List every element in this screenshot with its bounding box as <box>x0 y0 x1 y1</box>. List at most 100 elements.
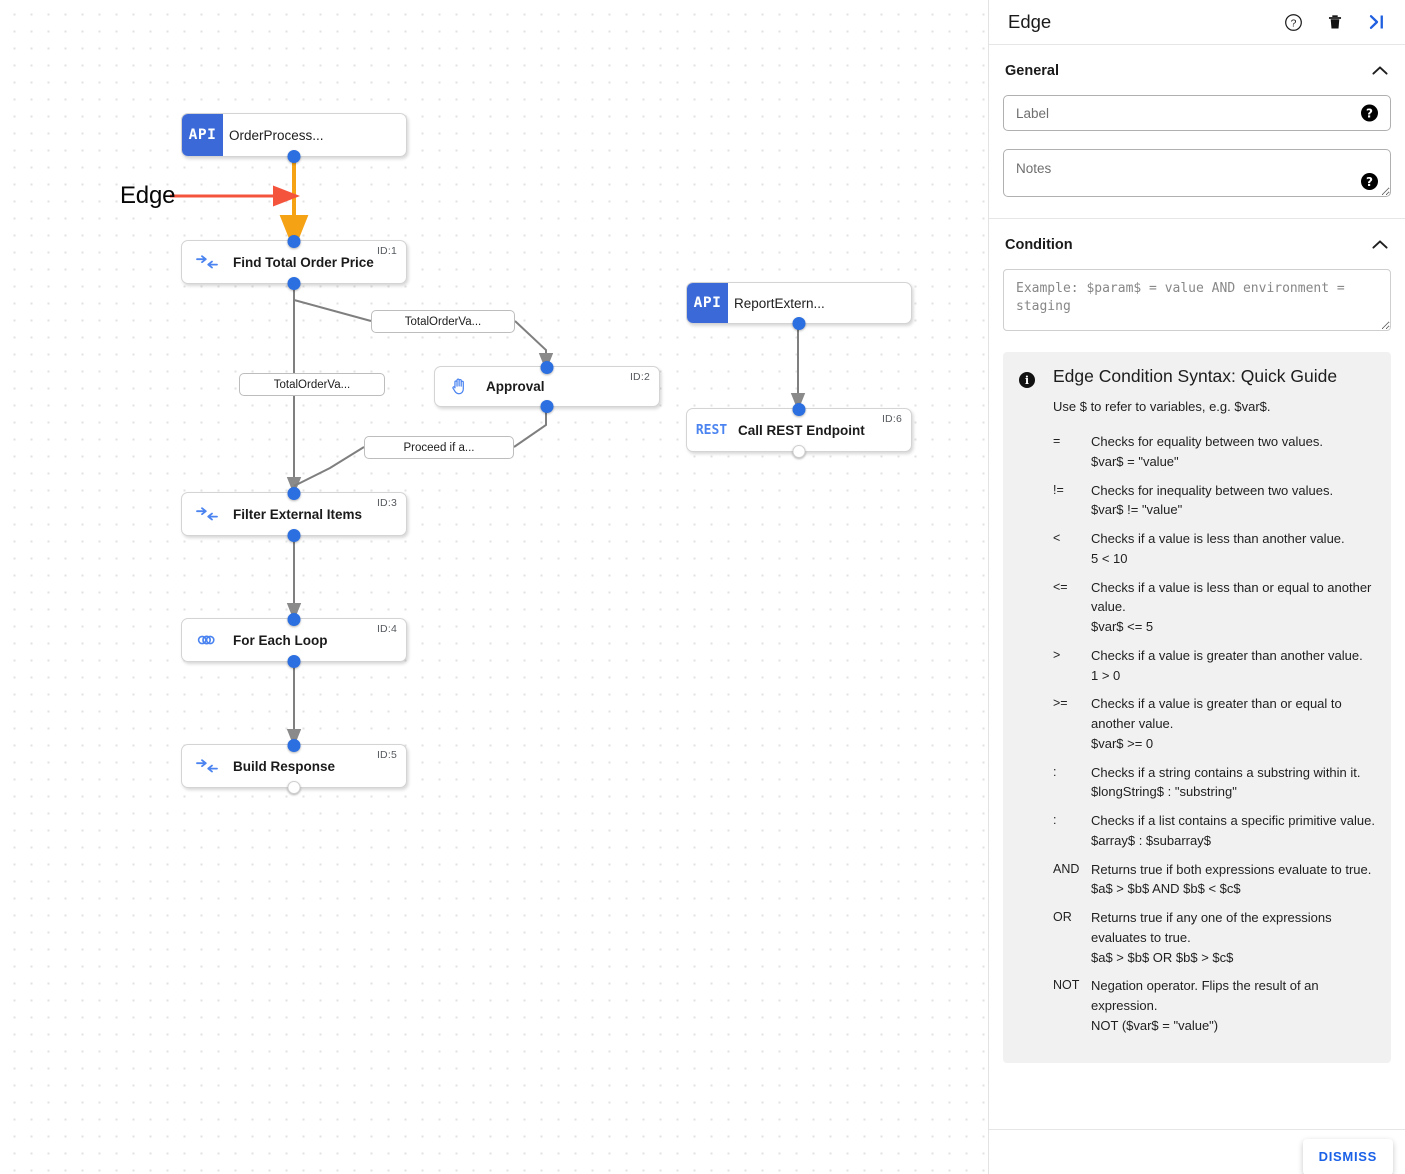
guide-operator-symbol: = <box>1053 434 1061 449</box>
guide-operator-symbol: AND <box>1053 861 1080 876</box>
edge-1-2b <box>514 320 554 371</box>
node-input-port[interactable] <box>287 738 301 752</box>
guide-operator-list: = Checks for equality between two values.… <box>1053 432 1375 1036</box>
node-title: OrderProcess... <box>229 127 324 143</box>
node-output-port[interactable] <box>287 654 301 668</box>
flow-canvas[interactable]: Edge API OrderProcess... Find Total Orde… <box>0 0 988 1174</box>
info-icon: i <box>1019 372 1039 1045</box>
node-filter-external-items[interactable]: Filter External Items ID:3 <box>181 486 407 542</box>
merge-arrows-icon <box>186 255 227 269</box>
notes-help-icon[interactable]: ? <box>1361 173 1378 190</box>
delete-icon[interactable] <box>1324 11 1346 33</box>
node-call-rest-endpoint[interactable]: REST Call REST Endpoint ID:6 <box>686 402 912 458</box>
guide-operator-symbol: : <box>1053 764 1057 779</box>
node-output-port[interactable] <box>287 149 301 163</box>
guide-operator-example: $var$ != "value" <box>1091 502 1183 518</box>
panel-footer: DISMISS <box>989 1129 1405 1174</box>
edge-label-pill[interactable]: TotalOrderVa... <box>371 310 515 333</box>
node-report-external[interactable]: API ReportExtern... <box>686 282 912 330</box>
section-condition-header[interactable]: Condition <box>1003 237 1391 253</box>
node-id-badge: ID:5 <box>376 749 397 761</box>
api-badge-icon: API <box>687 283 728 323</box>
edge-2-3b <box>293 446 365 487</box>
section-condition: Condition <box>989 219 1405 336</box>
guide-operator-description: Checks for equality between two values. $… <box>1091 432 1375 472</box>
node-id-badge: ID:3 <box>376 497 397 509</box>
guide-operator-symbol: != <box>1053 482 1064 497</box>
edge-1-2a <box>293 284 372 322</box>
guide-operator-symbol: > <box>1053 647 1061 662</box>
guide-operator-desc-text: Checks if a value is greater than or equ… <box>1091 696 1342 732</box>
guide-operator-example: 5 < 10 <box>1091 550 1128 566</box>
rest-badge-icon: REST <box>695 422 728 438</box>
merge-arrows-icon <box>186 759 227 773</box>
node-output-port[interactable] <box>287 276 301 290</box>
node-input-port[interactable] <box>287 486 301 500</box>
merge-arrows-icon <box>186 507 227 521</box>
guide-operator-desc-text: Returns true if any one of the expressio… <box>1091 910 1332 945</box>
guide-operator-row: OR Returns true if any one of the express… <box>1053 908 1375 967</box>
guide-operator-symbol: <= <box>1053 579 1068 594</box>
node-order-process[interactable]: API OrderProcess... <box>181 113 407 163</box>
node-output-port[interactable] <box>287 780 301 794</box>
label-field-wrapper: ? <box>1003 95 1391 131</box>
notes-textarea[interactable] <box>1003 149 1391 197</box>
node-find-total-order-price[interactable]: Find Total Order Price ID:1 <box>181 234 407 290</box>
guide-operator-row: AND Returns true if both expressions eval… <box>1053 860 1375 900</box>
node-output-port[interactable] <box>792 444 806 458</box>
chevron-up-icon[interactable] <box>1371 239 1389 251</box>
node-approval[interactable]: Approval ID:2 <box>434 360 660 413</box>
node-title: Filter External Items <box>233 506 363 522</box>
dismiss-button[interactable]: DISMISS <box>1302 1139 1393 1174</box>
edge-properties-panel: Edge ? <box>988 0 1405 1174</box>
section-general: General ? ? <box>989 45 1405 219</box>
node-input-port[interactable] <box>540 360 554 374</box>
section-general-header[interactable]: General <box>1003 63 1391 79</box>
guide-operator-example: $var$ >= 0 <box>1091 735 1154 751</box>
guide-operator-desc-text: Returns true if both expressions evaluat… <box>1091 861 1372 877</box>
guide-operator-row: NOT Negation operator. Flips the result o… <box>1053 976 1375 1035</box>
dismiss-button-label: DISMISS <box>1318 1149 1377 1164</box>
chevron-up-icon[interactable] <box>1371 65 1389 77</box>
guide-operator-symbol: >= <box>1053 696 1068 711</box>
annotation-label: Edge <box>120 182 176 209</box>
node-input-port[interactable] <box>287 234 301 248</box>
guide-operator-example: $var$ <= 5 <box>1091 619 1154 635</box>
api-badge-icon: API <box>182 114 223 156</box>
label-help-icon[interactable]: ? <box>1361 104 1378 122</box>
node-input-port[interactable] <box>792 402 806 416</box>
node-title: Call REST Endpoint <box>738 422 865 438</box>
guide-operator-symbol: OR <box>1053 910 1072 925</box>
guide-operator-desc-text: Checks for equality between two values. <box>1091 434 1323 450</box>
node-output-port[interactable] <box>540 399 554 413</box>
guide-operator-description: Checks if a value is less than another v… <box>1091 529 1375 569</box>
edge-2-3a <box>513 408 547 448</box>
guide-operator-description: Returns true if any one of the expressio… <box>1091 908 1375 967</box>
section-condition-title: Condition <box>1005 237 1073 253</box>
node-for-each-loop[interactable]: For Each Loop ID:4 <box>181 612 407 668</box>
edge-label-pill[interactable]: Proceed if a... <box>364 436 514 459</box>
label-input[interactable] <box>1003 95 1391 131</box>
guide-operator-description: Checks if a string contains a substring … <box>1091 763 1375 803</box>
infinity-icon <box>186 633 227 647</box>
guide-operator-description: Returns true if both expressions evaluat… <box>1091 860 1375 900</box>
guide-operator-row: !=Checks for inequality between two valu… <box>1053 481 1375 521</box>
guide-operator-example: $longString$ : "substring" <box>1091 784 1237 800</box>
guide-operator-example: $var$ = "value" <box>1091 453 1179 469</box>
guide-operator-row: : Checks if a string contains a substring… <box>1053 763 1375 803</box>
notes-field-wrapper: ? <box>1003 149 1391 202</box>
node-id-badge: ID:1 <box>376 245 397 257</box>
panel-header: Edge ? <box>989 0 1405 45</box>
guide-operator-symbol: NOT <box>1053 978 1080 993</box>
condition-expression-input[interactable] <box>1003 269 1391 331</box>
edge-label-pill[interactable]: TotalOrderVa... <box>239 373 385 396</box>
node-output-port[interactable] <box>287 528 301 542</box>
node-build-response[interactable]: Build Response ID:5 <box>181 738 407 794</box>
guide-operator-row: :Checks if a list contains a specific pr… <box>1053 811 1375 851</box>
node-input-port[interactable] <box>287 612 301 626</box>
node-output-port[interactable] <box>792 316 806 330</box>
collapse-panel-icon[interactable] <box>1366 11 1388 33</box>
guide-operator-symbol: : <box>1053 813 1057 828</box>
guide-operator-desc-text: Negation operator. Flips the result of a… <box>1091 978 1319 1014</box>
help-icon[interactable]: ? <box>1282 11 1304 33</box>
